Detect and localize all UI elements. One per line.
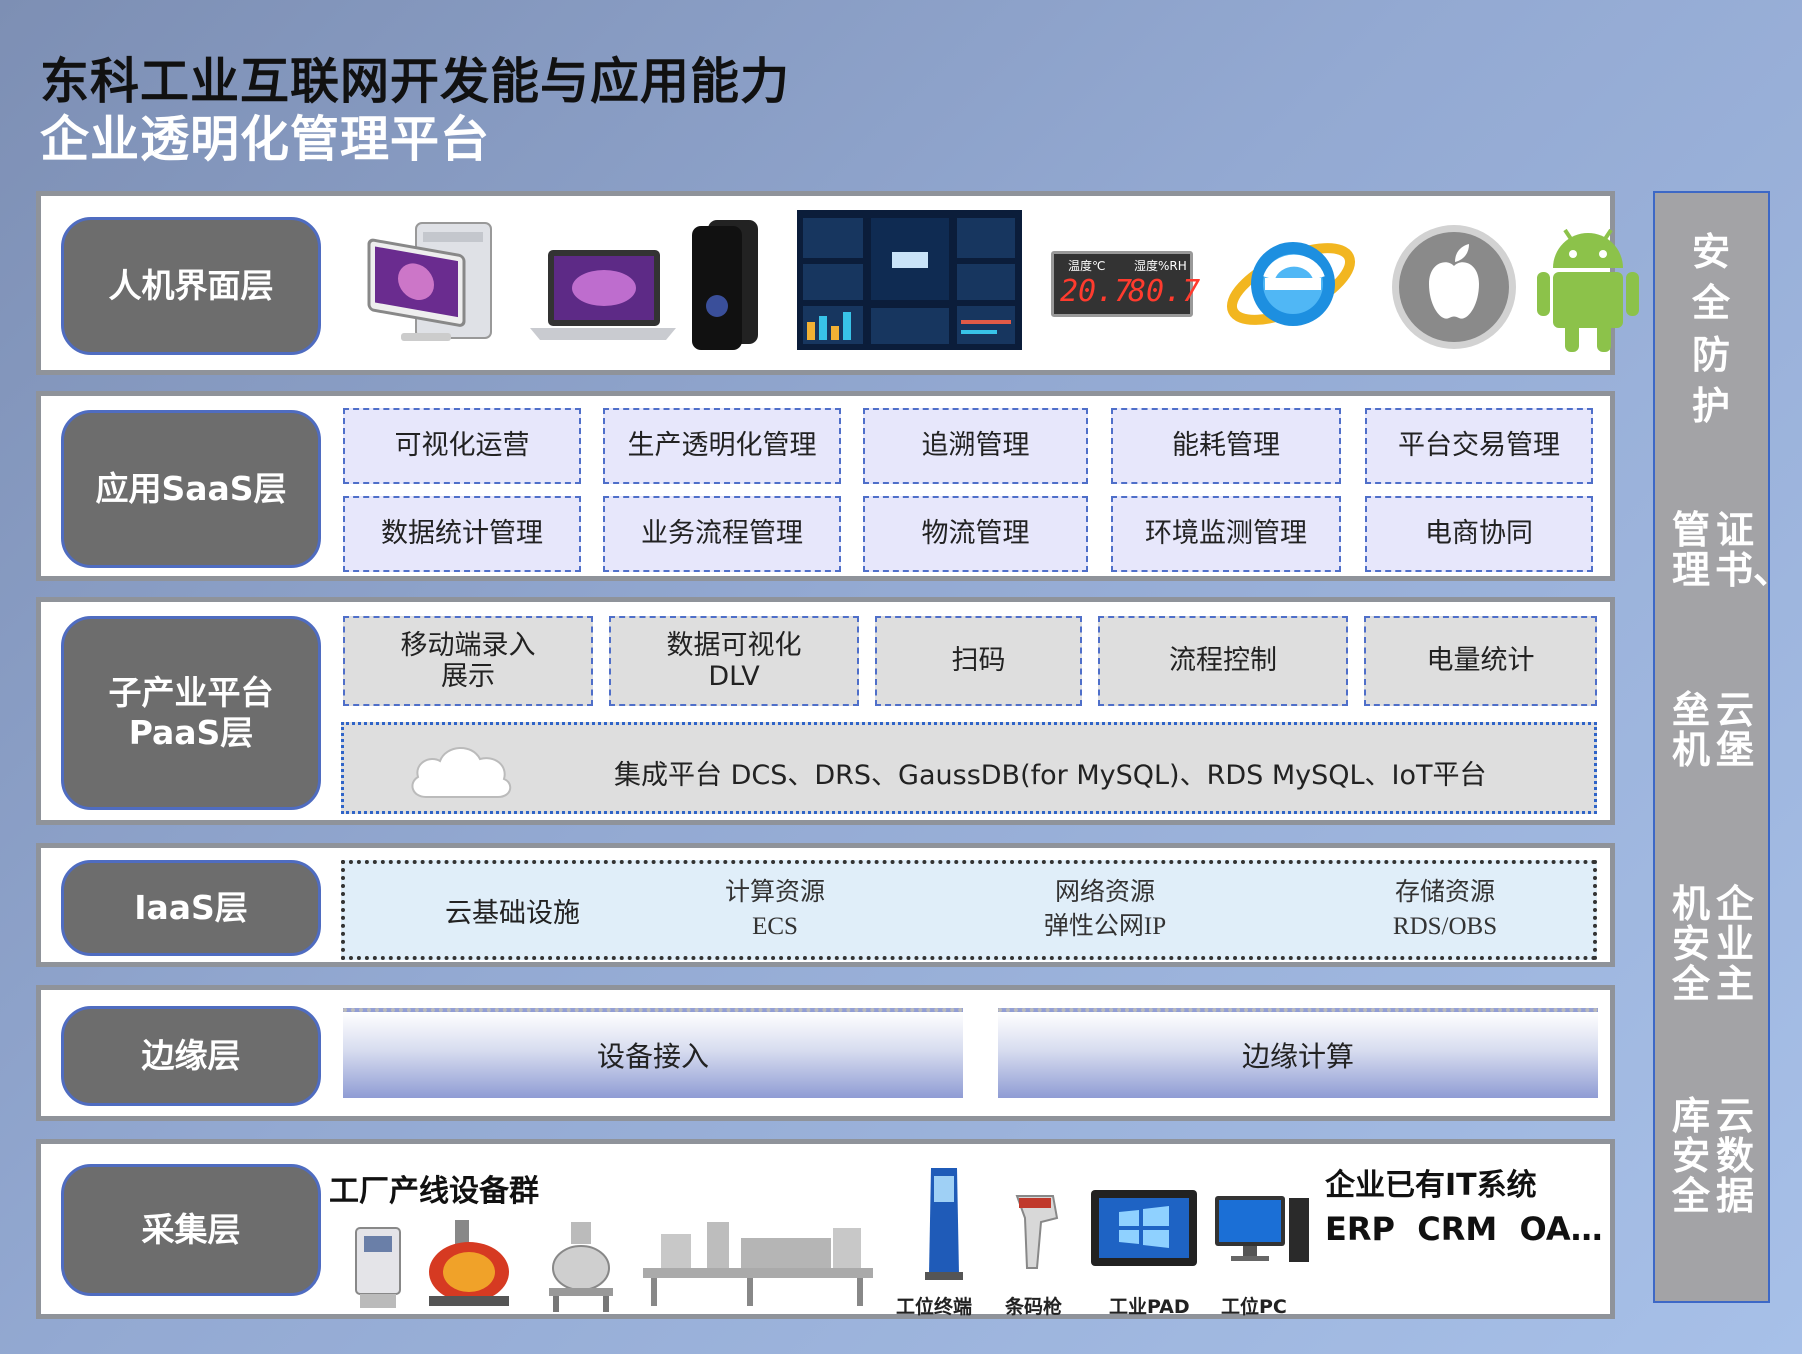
sensor-humidity-value: 80.7 bbox=[1128, 274, 1201, 309]
apple-icon bbox=[1392, 225, 1516, 349]
printer-machine-icon bbox=[355, 1227, 401, 1308]
hmi-layer-tag: 人机界面层 bbox=[61, 217, 321, 355]
factory-equipment-title: 工厂产线设备群 bbox=[329, 1174, 539, 1209]
security-item-bastion: 云堡 垒机 bbox=[1671, 688, 1754, 772]
workstation-terminal-icon bbox=[925, 1168, 963, 1280]
compute-resource: 计算资源 ECS bbox=[724, 879, 825, 940]
edge-layer-tag: 边缘层 bbox=[61, 1006, 321, 1106]
hmi-layer: 人机界面层 bbox=[36, 191, 1639, 375]
saas-module: 物流管理 bbox=[863, 496, 1088, 572]
paas-module: 数据可视化 DLV bbox=[609, 616, 859, 706]
saas-module: 追溯管理 bbox=[863, 408, 1088, 484]
paas-layer-tag: 子产业平台 PaaS层 bbox=[61, 616, 321, 810]
saas-module: 环境监测管理 bbox=[1111, 496, 1341, 572]
paas-layer: 子产业平台 PaaS层 移动端录入 展示 数据可视化 DLV 扫码 流程控制 电… bbox=[36, 597, 1615, 825]
iaas-layer-tag: IaaS层 bbox=[61, 860, 321, 956]
saas-module: 平台交易管理 bbox=[1365, 408, 1593, 484]
workstation-pc-icon bbox=[1215, 1196, 1309, 1262]
security-item-host: 企业主 机安全 bbox=[1671, 882, 1754, 1006]
sensor-humidity-label: 湿度%RH bbox=[1134, 259, 1187, 273]
iaas-layer: IaaS层 云基础设施 计算资源 ECS 网络资源 弹性公网IP 存储资源 RD… bbox=[36, 843, 1615, 967]
cloud-icon bbox=[411, 747, 512, 798]
device-caption: 工位终端 bbox=[896, 1296, 973, 1318]
temperature-humidity-display: 温度℃ 湿度%RH 20.7 80.7 bbox=[1051, 251, 1200, 317]
laptop-icon bbox=[530, 250, 676, 340]
collection-layer: 采集层 工厂产线设备群 工位终端 条码枪 bbox=[36, 1139, 1615, 1319]
saas-module: 业务流程管理 bbox=[603, 496, 841, 572]
security-item-certificate: 证书、 管理 bbox=[1671, 508, 1792, 592]
iaas-resources: 云基础设施 计算资源 ECS 网络资源 弹性公网IP 存储资源 RDS/OBS bbox=[341, 860, 1597, 960]
saas-layer-tag: 应用SaaS层 bbox=[61, 410, 321, 568]
paas-module: 移动端录入 展示 bbox=[343, 616, 593, 706]
security-item-database: 云数据 库安全 bbox=[1671, 1094, 1754, 1218]
saas-layer: 应用SaaS层 可视化运营 生产透明化管理 追溯管理 能耗管理 平台交易管理 数… bbox=[36, 391, 1615, 581]
edge-layer: 边缘层 设备接入 边缘计算 bbox=[36, 985, 1615, 1121]
device-caption: 工业PAD bbox=[1109, 1296, 1190, 1318]
integration-platform-text: 集成平台 DCS、DRS、GaussDB(for MySQL)、RDS MySQ… bbox=[614, 760, 1487, 791]
paas-module: 电量统计 bbox=[1364, 616, 1597, 706]
dashboard-screen-icon bbox=[797, 210, 1022, 350]
existing-it-title: 企业已有IT系统 bbox=[1325, 1168, 1537, 1203]
cloud-infrastructure-label: 云基础设施 bbox=[445, 898, 580, 929]
desktop-pc-icon bbox=[367, 222, 492, 341]
paas-tag-line2: PaaS层 bbox=[128, 713, 254, 752]
page-title: 东科工业互联网开发能与应用能力 bbox=[40, 53, 791, 110]
sensor-temp-value: 20.7 bbox=[1060, 274, 1133, 309]
production-line-icon bbox=[643, 1222, 873, 1306]
internet-explorer-icon bbox=[1226, 242, 1356, 326]
industrial-pad-icon bbox=[1091, 1190, 1197, 1266]
mixer-machine-icon bbox=[549, 1222, 613, 1312]
paas-module: 扫码 bbox=[875, 616, 1082, 706]
barcode-scanner-icon bbox=[1015, 1195, 1059, 1269]
page-subtitle: 企业透明化管理平台 bbox=[40, 111, 491, 168]
saas-module: 能耗管理 bbox=[1111, 408, 1341, 484]
network-resource: 网络资源 弹性公网IP bbox=[1043, 879, 1167, 940]
existing-it-systems: ERP CRM OA… bbox=[1325, 1210, 1603, 1248]
saas-module: 数据统计管理 bbox=[343, 496, 581, 572]
paas-tag-line1: 子产业平台 bbox=[108, 673, 274, 713]
smartphone-icon bbox=[692, 220, 758, 350]
storage-resource: 存储资源 RDS/OBS bbox=[1392, 879, 1498, 940]
android-icon bbox=[1537, 228, 1639, 352]
edge-computing-box: 边缘计算 bbox=[998, 1008, 1598, 1098]
boiler-icon bbox=[429, 1220, 509, 1306]
collection-layer-tag: 采集层 bbox=[61, 1164, 321, 1296]
paas-module: 流程控制 bbox=[1098, 616, 1348, 706]
integration-platform: 集成平台 DCS、DRS、GaussDB(for MySQL)、RDS MySQ… bbox=[341, 722, 1597, 814]
sensor-temp-label: 温度℃ bbox=[1068, 259, 1106, 273]
saas-module: 可视化运营 bbox=[343, 408, 581, 484]
device-caption: 工位PC bbox=[1221, 1296, 1287, 1318]
saas-module: 电商协同 bbox=[1365, 496, 1593, 572]
security-sidebar: 安全防护 证书、 管理 云堡 垒机 企业主 机安全 云数据 库安全 bbox=[1653, 191, 1792, 1303]
security-item-protection: 安全防护 bbox=[1691, 230, 1730, 428]
device-access-box: 设备接入 bbox=[343, 1008, 963, 1098]
saas-module: 生产透明化管理 bbox=[603, 408, 841, 484]
device-caption: 条码枪 bbox=[1005, 1296, 1063, 1318]
